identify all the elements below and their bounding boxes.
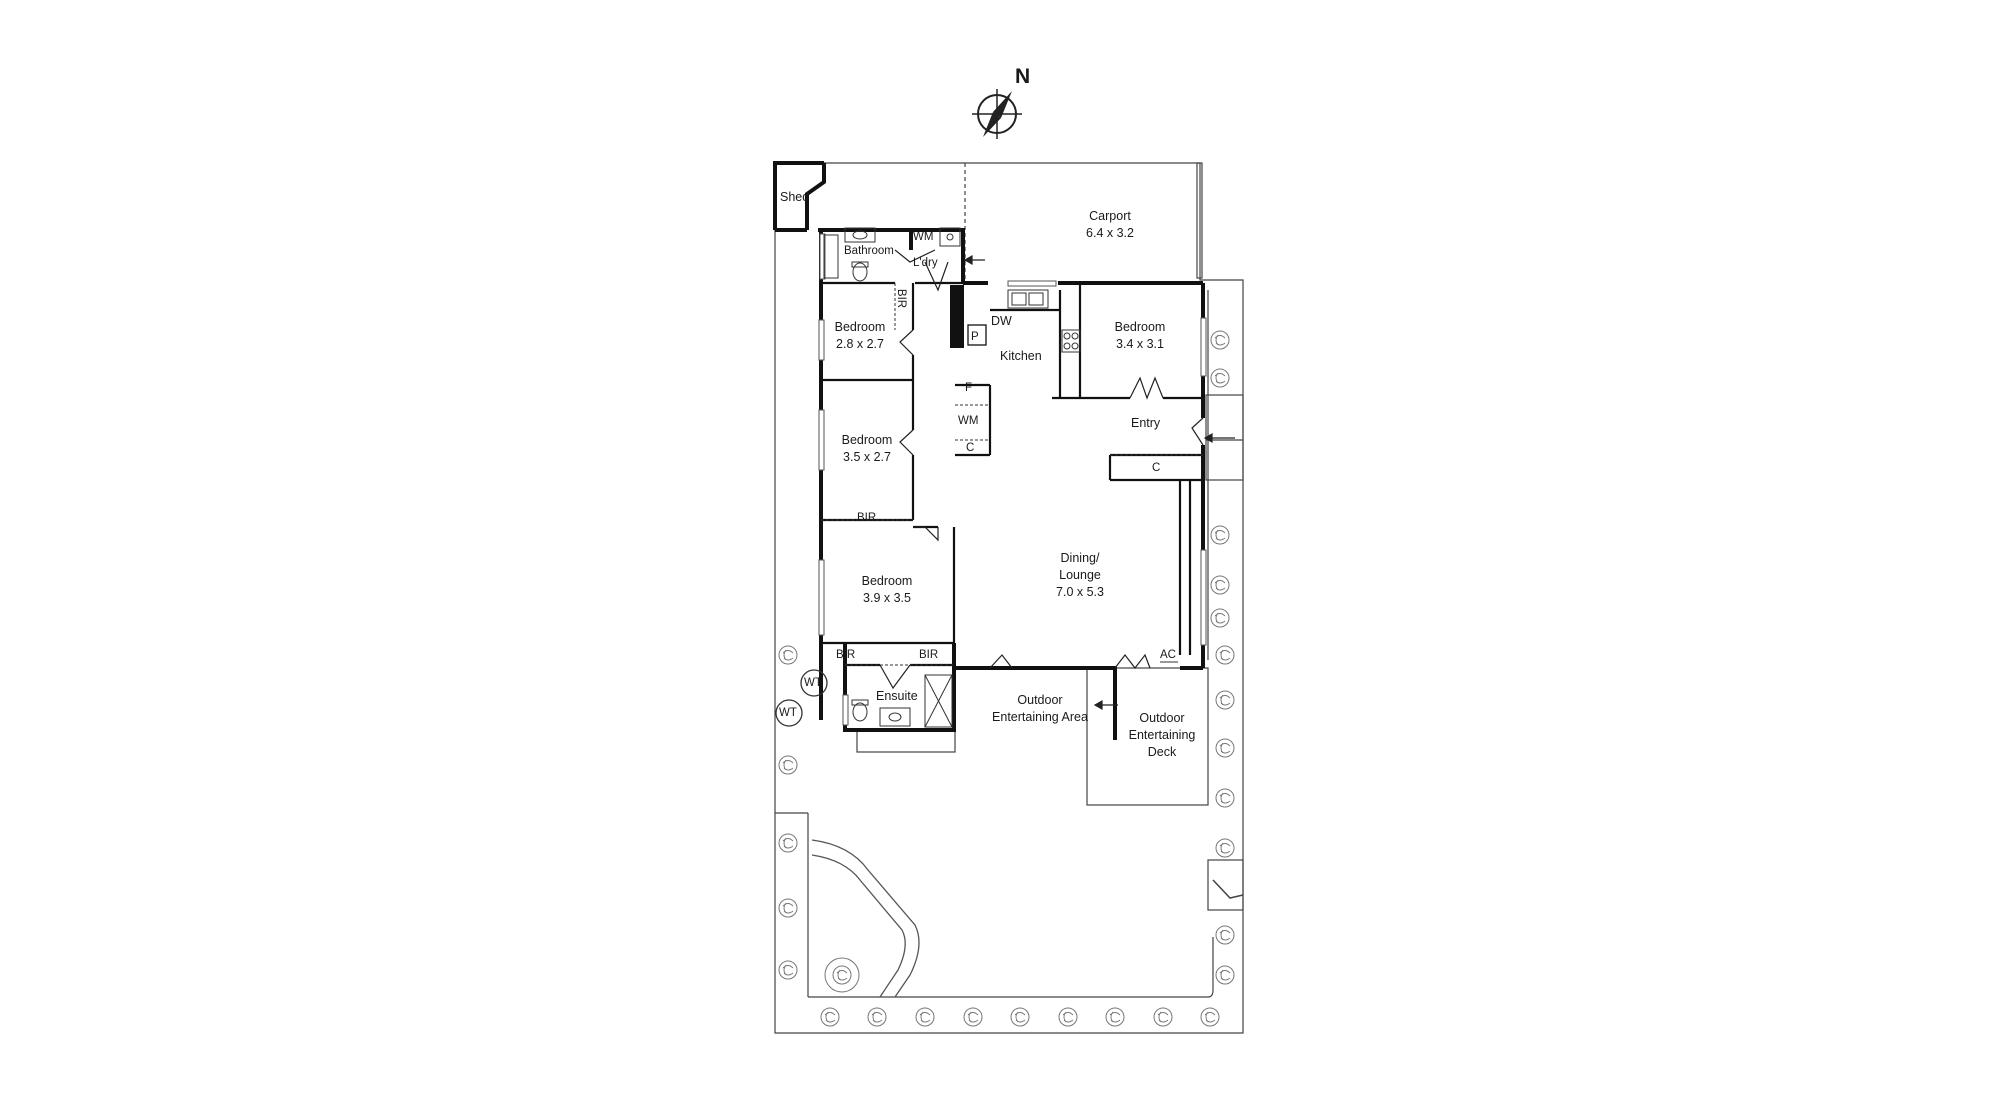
site-boundary	[774, 162, 1244, 1034]
doors	[879, 249, 1204, 690]
bedroom-a-label: Bedroom 2.8 x 2.7	[820, 319, 900, 353]
bedroom-c-bir-label: BIR	[857, 512, 877, 524]
outdoor-deck-name-2: Entertaining	[1128, 728, 1196, 742]
outdoor-deck-name: Outdoor	[1139, 711, 1185, 725]
bedroom-d-bir-right-label: BIR	[919, 649, 939, 661]
shrub-icons	[778, 330, 1235, 1027]
entry-label: Entry	[1131, 416, 1161, 430]
bedroom-b-size: 3.4 x 3.1	[1116, 337, 1164, 351]
utility-fridge-label: F	[965, 382, 973, 394]
dining-size: 7.0 x 5.3	[1056, 585, 1104, 599]
windows	[818, 233, 1207, 726]
fixtures	[821, 227, 1203, 728]
compass-north-label: N	[1015, 65, 1031, 88]
bedroom-d-name: Bedroom	[861, 574, 913, 588]
kitchen-wall-block	[950, 285, 964, 348]
dining-label: Dining/ Lounge 7.0 x 5.3	[1040, 550, 1120, 601]
water-tank-2-label: WT	[779, 707, 797, 719]
entry-cupboard-label: C	[1152, 462, 1161, 474]
outdoor-area-label: Outdoor Entertaining Area	[980, 692, 1100, 726]
bedroom-a-name: Bedroom	[834, 320, 886, 334]
outdoor-area-name-2: Entertaining Area	[992, 710, 1088, 724]
bedroom-d-size: 3.9 x 3.5	[863, 591, 911, 605]
bedroom-c-label: Bedroom 3.5 x 2.7	[827, 432, 907, 466]
outdoor-area-name: Outdoor	[1017, 693, 1063, 707]
laundry-wm-label: WM	[913, 231, 934, 243]
carport-size: 6.4 x 3.2	[1086, 226, 1134, 240]
ensuite-label: Ensuite	[876, 689, 918, 703]
water-tank-1-label: WT	[804, 677, 822, 689]
utility-cupboard-label: C	[966, 442, 975, 454]
entry-arrows	[963, 254, 1235, 711]
laundry-label: L'dry	[913, 257, 938, 269]
compass-icon	[972, 89, 1022, 139]
kitchen-pantry-label: P	[971, 331, 979, 343]
deck-ac-label: AC	[1160, 649, 1176, 661]
bathroom-label: Bathroom	[844, 245, 894, 257]
bedroom-d-bir-left-label: BIR	[836, 649, 856, 661]
bedroom-b-label: Bedroom 3.4 x 3.1	[1100, 319, 1180, 353]
bedroom-d-label: Bedroom 3.9 x 3.5	[847, 573, 927, 607]
kitchen-dw-label: DW	[991, 314, 1012, 328]
bedroom-a-size: 2.8 x 2.7	[836, 337, 884, 351]
dining-name-2: Lounge	[1059, 568, 1101, 582]
carport-name: Carport	[1089, 209, 1131, 223]
bedroom-c-name: Bedroom	[841, 433, 893, 447]
utility-wm-label: WM	[958, 415, 979, 427]
bedroom-b-name: Bedroom	[1114, 320, 1166, 334]
outdoor-deck-name-3: Deck	[1147, 745, 1177, 759]
dining-name: Dining/	[1060, 551, 1100, 565]
bedroom-a-bir-label: BIR	[895, 288, 908, 309]
carport-label: Carport 6.4 x 3.2	[1050, 208, 1170, 242]
shed-label: Shed	[780, 190, 810, 204]
water-tank-icons	[775, 669, 828, 727]
outdoor-deck-label: Outdoor Entertaining Deck	[1117, 710, 1207, 761]
bedroom-c-size: 3.5 x 2.7	[843, 450, 891, 464]
kitchen-label: Kitchen	[1000, 349, 1042, 363]
